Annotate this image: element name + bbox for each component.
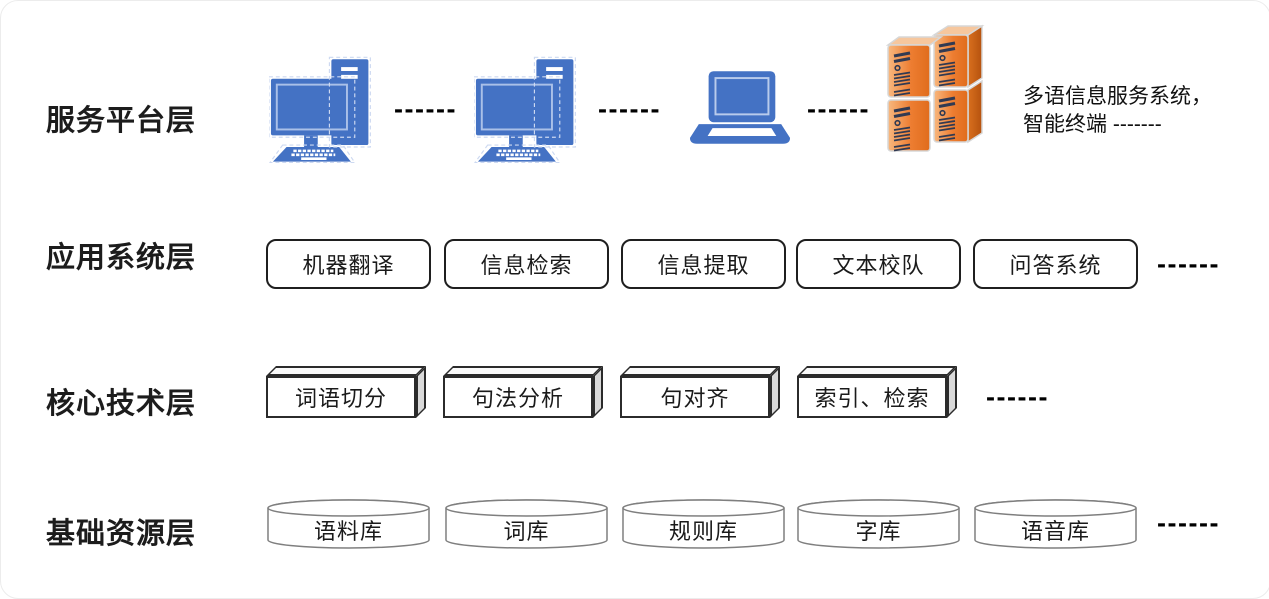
- cylinder-label: 词库: [503, 519, 550, 544]
- layer-label-core-technology: 核心技术层: [46, 388, 197, 420]
- cylinder-label: 语料库: [313, 519, 383, 544]
- word-segmentation-box: 词语切分: [266, 376, 416, 418]
- cylinder-label: 语音库: [1020, 519, 1090, 544]
- dashes-separator: ------: [394, 94, 457, 124]
- cylinder-shape: [267, 499, 430, 549]
- dashes-separator: ------: [1157, 249, 1220, 279]
- dashes-separator: ------: [598, 94, 661, 124]
- font-database-cylinder: 字库: [796, 498, 961, 550]
- text-proofreading-box: 文本校队: [796, 239, 961, 289]
- desktop-computer-icon: [268, 55, 384, 164]
- server-rack-icon: [885, 21, 986, 153]
- service-caption-line1: 多语信息服务系统，: [1023, 85, 1212, 108]
- corpus-database-cylinder: 语料库: [266, 498, 431, 550]
- cylinder-label: 字库: [855, 519, 902, 544]
- cylinder-shape: [797, 499, 960, 549]
- dashes-separator: ------: [1157, 508, 1220, 538]
- sentence-alignment-box: 句对齐: [620, 376, 770, 418]
- dashes-separator: ------: [807, 94, 870, 124]
- laptop-icon: [689, 69, 791, 146]
- index-retrieval-box: 索引、检索: [797, 376, 947, 418]
- information-extraction-box: 信息提取: [621, 239, 786, 289]
- dashes-separator: ------: [986, 382, 1049, 412]
- desktop-computer-icon: [473, 55, 589, 164]
- service-caption-line2: 智能终端 -------: [1023, 113, 1162, 136]
- syntax-analysis-box: 句法分析: [443, 376, 593, 418]
- layer-label-service-platform: 服务平台层: [46, 105, 197, 137]
- service-caption: 多语信息服务系统， 智能终端 -------: [1023, 83, 1212, 139]
- speech-database-cylinder: 语音库: [973, 498, 1138, 550]
- qa-system-box: 问答系统: [973, 239, 1138, 289]
- layer-label-basic-resource: 基础资源层: [46, 518, 197, 550]
- machine-translation-box: 机器翻译: [266, 239, 431, 289]
- layer-label-application-system: 应用系统层: [46, 242, 197, 274]
- rule-database-cylinder: 规则库: [621, 498, 786, 550]
- cylinder-shape: [622, 499, 785, 549]
- information-retrieval-box: 信息检索: [444, 239, 609, 289]
- lexicon-database-cylinder: 词库: [444, 498, 609, 550]
- cylinder-shape: [445, 499, 608, 549]
- cylinder-label: 规则库: [668, 519, 738, 544]
- cylinder-shape: [974, 499, 1137, 549]
